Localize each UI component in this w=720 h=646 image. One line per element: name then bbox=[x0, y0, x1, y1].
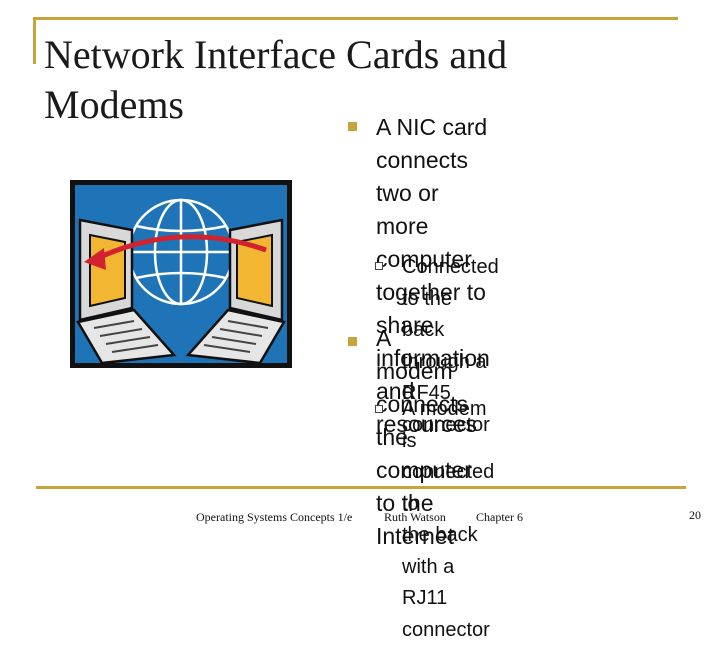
footer-author: Ruth Watson bbox=[384, 510, 446, 524]
sub-bullet-marker bbox=[375, 262, 383, 270]
bullet-1-line-3: share information and bbox=[376, 312, 490, 404]
bullet-1-sub-line-2: through a RF45 connector bbox=[402, 350, 490, 436]
networked-computers-globe-icon bbox=[70, 180, 292, 368]
bullet-1-line-4: resources bbox=[376, 411, 477, 437]
bullet-2-line-1: A modem connects the bbox=[376, 325, 469, 450]
footer-chapter: Chapter 6 bbox=[476, 510, 523, 524]
title-line-1: Network Interface Cards and bbox=[44, 32, 508, 77]
bullet-marker bbox=[348, 122, 357, 131]
bullet-1-line-2: more computer together to bbox=[376, 213, 486, 305]
bullet-1-sub-text: Connected to the back through a RF45 con… bbox=[402, 252, 499, 441]
title-line-2: Modems bbox=[44, 82, 184, 127]
frame-top-rule bbox=[33, 17, 678, 20]
page-number: 20 bbox=[689, 508, 701, 522]
bullet-2-sub-line-1: A modem is connected to bbox=[402, 398, 495, 515]
footer-rule bbox=[36, 486, 686, 489]
bullet-1-line-1: A NIC card connects two or bbox=[376, 114, 488, 206]
bullet-2-sub-line-3: connector bbox=[402, 618, 490, 641]
footer-course: Operating Systems Concepts 1/e bbox=[196, 510, 353, 524]
slide: Network Interface Cards and Modems bbox=[33, 17, 701, 641]
bullet-1-sub-line-1: Connected to the back bbox=[402, 256, 499, 341]
bullet-2-sub-line-2: the back with a RJ11 bbox=[402, 524, 478, 609]
bullet-1-text: A NIC card connects two or more computer… bbox=[376, 111, 490, 441]
slide-title: Network Interface Cards and Modems bbox=[44, 30, 564, 130]
sub-bullet-marker bbox=[375, 405, 383, 413]
frame-left-rule bbox=[33, 17, 36, 64]
bullet-marker bbox=[348, 337, 357, 346]
